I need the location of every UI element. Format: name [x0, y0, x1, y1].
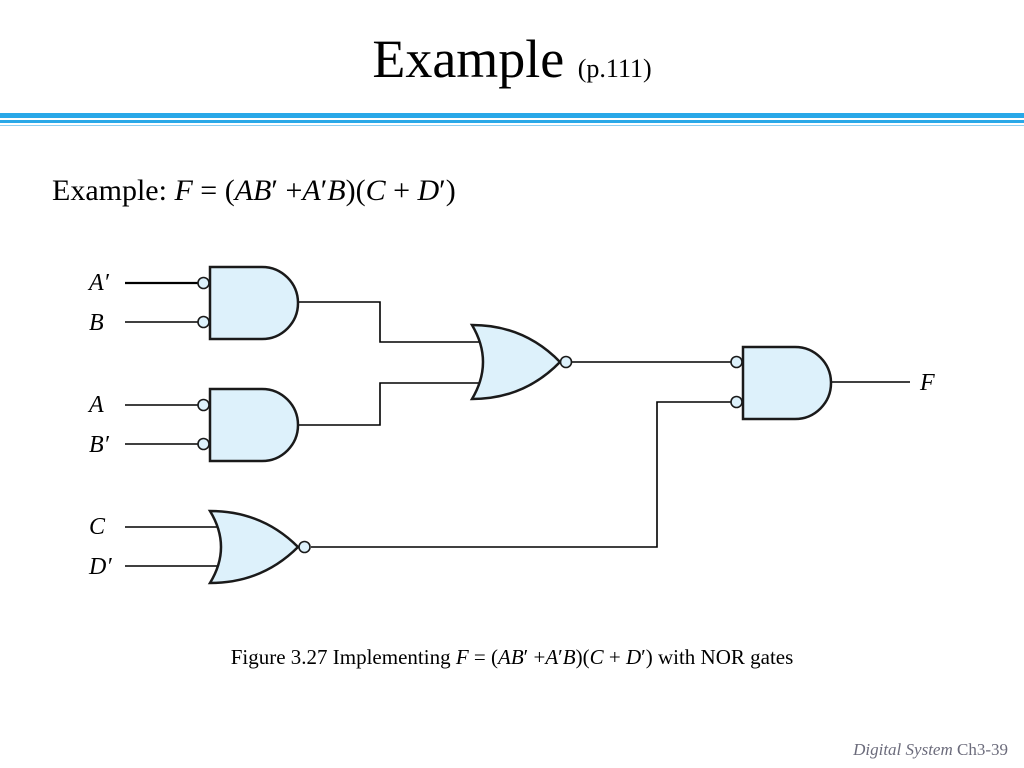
formula-part: C: [589, 645, 604, 669]
footer-page-number: Ch3-39: [957, 740, 1008, 759]
formula-part: )(: [575, 645, 590, 669]
formula-part: D: [625, 645, 642, 669]
formula-part: D: [417, 174, 440, 207]
formula-part: AB: [498, 645, 524, 669]
inversion-bubble: [298, 540, 311, 554]
inversion-bubble: [559, 355, 573, 369]
inversion-bubble: [197, 398, 210, 412]
title-underline-thin: [0, 125, 1024, 126]
figure-caption: Figure 3.27 Implementing F = (AB′ +A′B)(…: [0, 643, 1024, 671]
formula-part: F: [174, 174, 193, 207]
formula-part: A: [302, 174, 321, 207]
input-label-c: C: [89, 514, 106, 540]
inversion-bubble: [197, 276, 210, 290]
nor-gate-1: [469, 323, 573, 401]
expression-formula: F = (AB′ +A′B)(C + D′): [174, 174, 455, 207]
input-label-d-prime: D′: [89, 554, 112, 580]
title-page-ref: (p.111): [577, 54, 652, 83]
example-expression: Example: F = (AB′ +A′B)(C + D′): [52, 171, 456, 211]
formula-part: ′: [558, 645, 563, 669]
wire-and1-to-nor: [298, 301, 480, 343]
inversion-bubble: [730, 395, 743, 409]
formula-part: ′: [641, 645, 646, 669]
formula-part: ′: [439, 174, 446, 207]
input-wires: [125, 281, 218, 567]
caption-prefix: Figure 3.27 Implementing: [230, 645, 451, 669]
and-gate-2: [197, 387, 300, 463]
footer-course: Digital System: [853, 740, 953, 759]
formula-part: = (: [192, 174, 235, 207]
wire-and2-to-nor: [298, 382, 480, 426]
formula-part: ′ +: [523, 645, 546, 669]
formula-part: )(: [345, 174, 366, 207]
and-gate-1: [197, 265, 300, 341]
slide-footer: Digital System Ch3-39: [853, 739, 1008, 761]
input-label-a: A: [89, 392, 104, 418]
output-label-f: F: [920, 370, 935, 396]
inversion-bubble: [197, 437, 210, 451]
input-label-a-prime: A′: [89, 270, 109, 296]
input-label-b: B: [89, 310, 104, 336]
formula-part: +: [603, 645, 626, 669]
formula-part: B: [562, 645, 576, 669]
formula-part: AB: [234, 174, 272, 207]
formula-part: ): [445, 174, 456, 207]
internal-wires: [298, 301, 910, 548]
formula-part: +: [385, 174, 418, 207]
inversion-bubble: [730, 355, 743, 369]
input-label-b-prime: B′: [89, 432, 109, 458]
nor-gate-2: [207, 509, 311, 585]
and-gate-3: [730, 345, 833, 421]
inversion-bubble: [197, 315, 210, 329]
formula-part: ): [645, 645, 653, 669]
title-underline-thick: [0, 113, 1024, 118]
formula-part: F: [455, 645, 469, 669]
caption-suffix: with NOR gates: [657, 645, 794, 669]
wire-nor2-to-and3: [311, 401, 736, 548]
title-text: Example: [372, 29, 565, 89]
expression-prefix: Example:: [52, 174, 167, 207]
formula-part: = (: [468, 645, 498, 669]
formula-part: ′ +: [271, 174, 303, 207]
formula-part: B: [327, 174, 346, 207]
slide-title: Example (p.111): [0, 26, 1024, 102]
formula-part: A: [545, 645, 559, 669]
formula-part: ′: [320, 174, 328, 207]
formula-part: C: [365, 174, 386, 207]
caption-formula: F = (AB′ +A′B)(C + D′): [456, 645, 653, 669]
title-underline-middle: [0, 120, 1024, 123]
